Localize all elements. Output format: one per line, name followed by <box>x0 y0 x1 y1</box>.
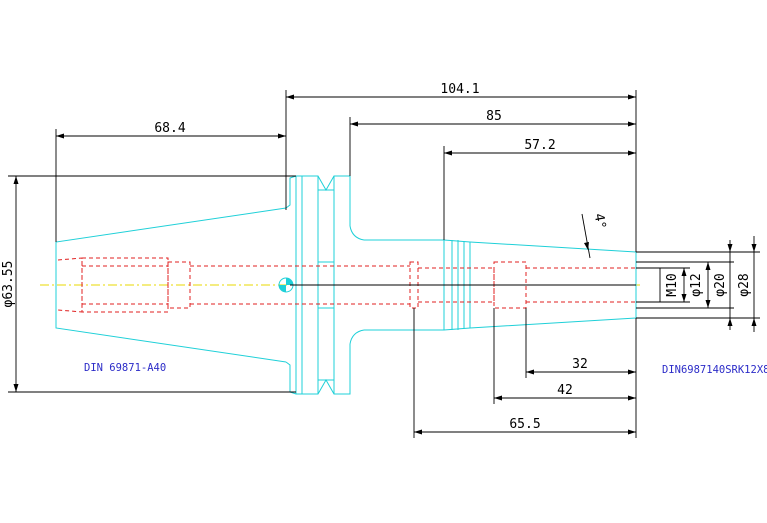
holder-outline <box>55 175 637 395</box>
dim-length-32: 32 <box>572 357 588 372</box>
dimension-lines <box>8 90 760 438</box>
arrowheads <box>13 94 757 435</box>
dim-length-65-5: 65.5 <box>509 417 540 432</box>
dim-d20: φ20 <box>713 273 728 296</box>
label-left-standard: DIN 69871-A40 <box>84 362 166 374</box>
dim-angle: 4° <box>591 212 608 230</box>
dim-d12: φ12 <box>689 273 704 296</box>
dim-d28: φ28 <box>737 273 752 296</box>
dim-length-85: 85 <box>486 109 502 124</box>
center-mark-fill <box>286 278 293 285</box>
dim-diameter-63-55: φ63.55 <box>1 261 16 308</box>
dim-length-42: 42 <box>557 383 573 398</box>
dim-m10: M10 <box>665 273 680 296</box>
dim-total-length: 104.1 <box>440 82 479 97</box>
label-right-standard: DIN6987140SRK12X85 <box>662 364 767 376</box>
dim-length-57-2: 57.2 <box>524 138 555 153</box>
dim-length-68-4: 68.4 <box>154 121 185 136</box>
